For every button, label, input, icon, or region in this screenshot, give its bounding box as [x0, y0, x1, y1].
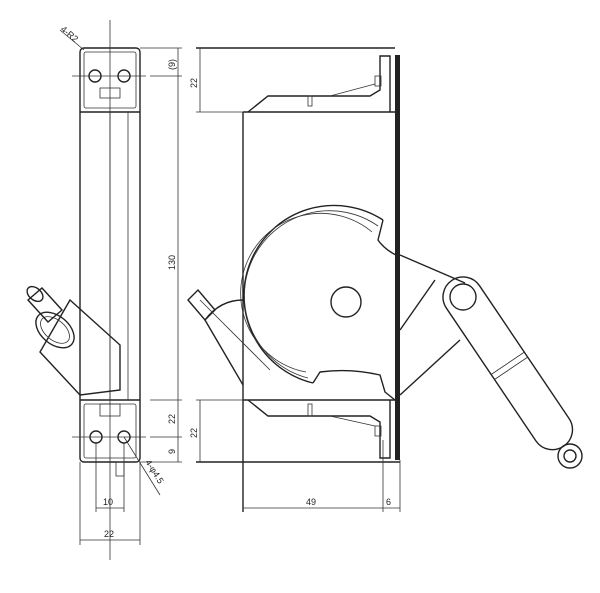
dim-top-offset: (9): [167, 59, 177, 70]
front-view: 22 22 49 6: [187, 47, 583, 512]
operator-arm: [399, 254, 583, 469]
side-view: 4-R2 (9) 130 22 9 4-φ4.5 10 22: [26, 20, 182, 560]
dim-overall-height: 130: [167, 255, 177, 270]
dim-left-width: 22: [104, 529, 114, 539]
mounting-hole: [88, 69, 131, 444]
dim-left-bottom-bracket: 22: [167, 414, 177, 424]
gear-sector: [240, 204, 399, 401]
dim-right-top-bracket: 22: [189, 78, 199, 88]
dim-body-depth: 49: [306, 497, 316, 507]
hub: [330, 286, 362, 318]
roller: [26, 285, 121, 396]
mounting-plate: [395, 55, 400, 460]
dim-right-bottom-bracket: 22: [189, 428, 199, 438]
dim-bottom-offset: 9: [167, 449, 177, 454]
roller-front: [187, 288, 271, 386]
dim-plate-thickness: 6: [386, 497, 391, 507]
dim-hole-spacing: 10: [103, 497, 113, 507]
dim-corner-radius: 4-R2: [59, 24, 80, 44]
